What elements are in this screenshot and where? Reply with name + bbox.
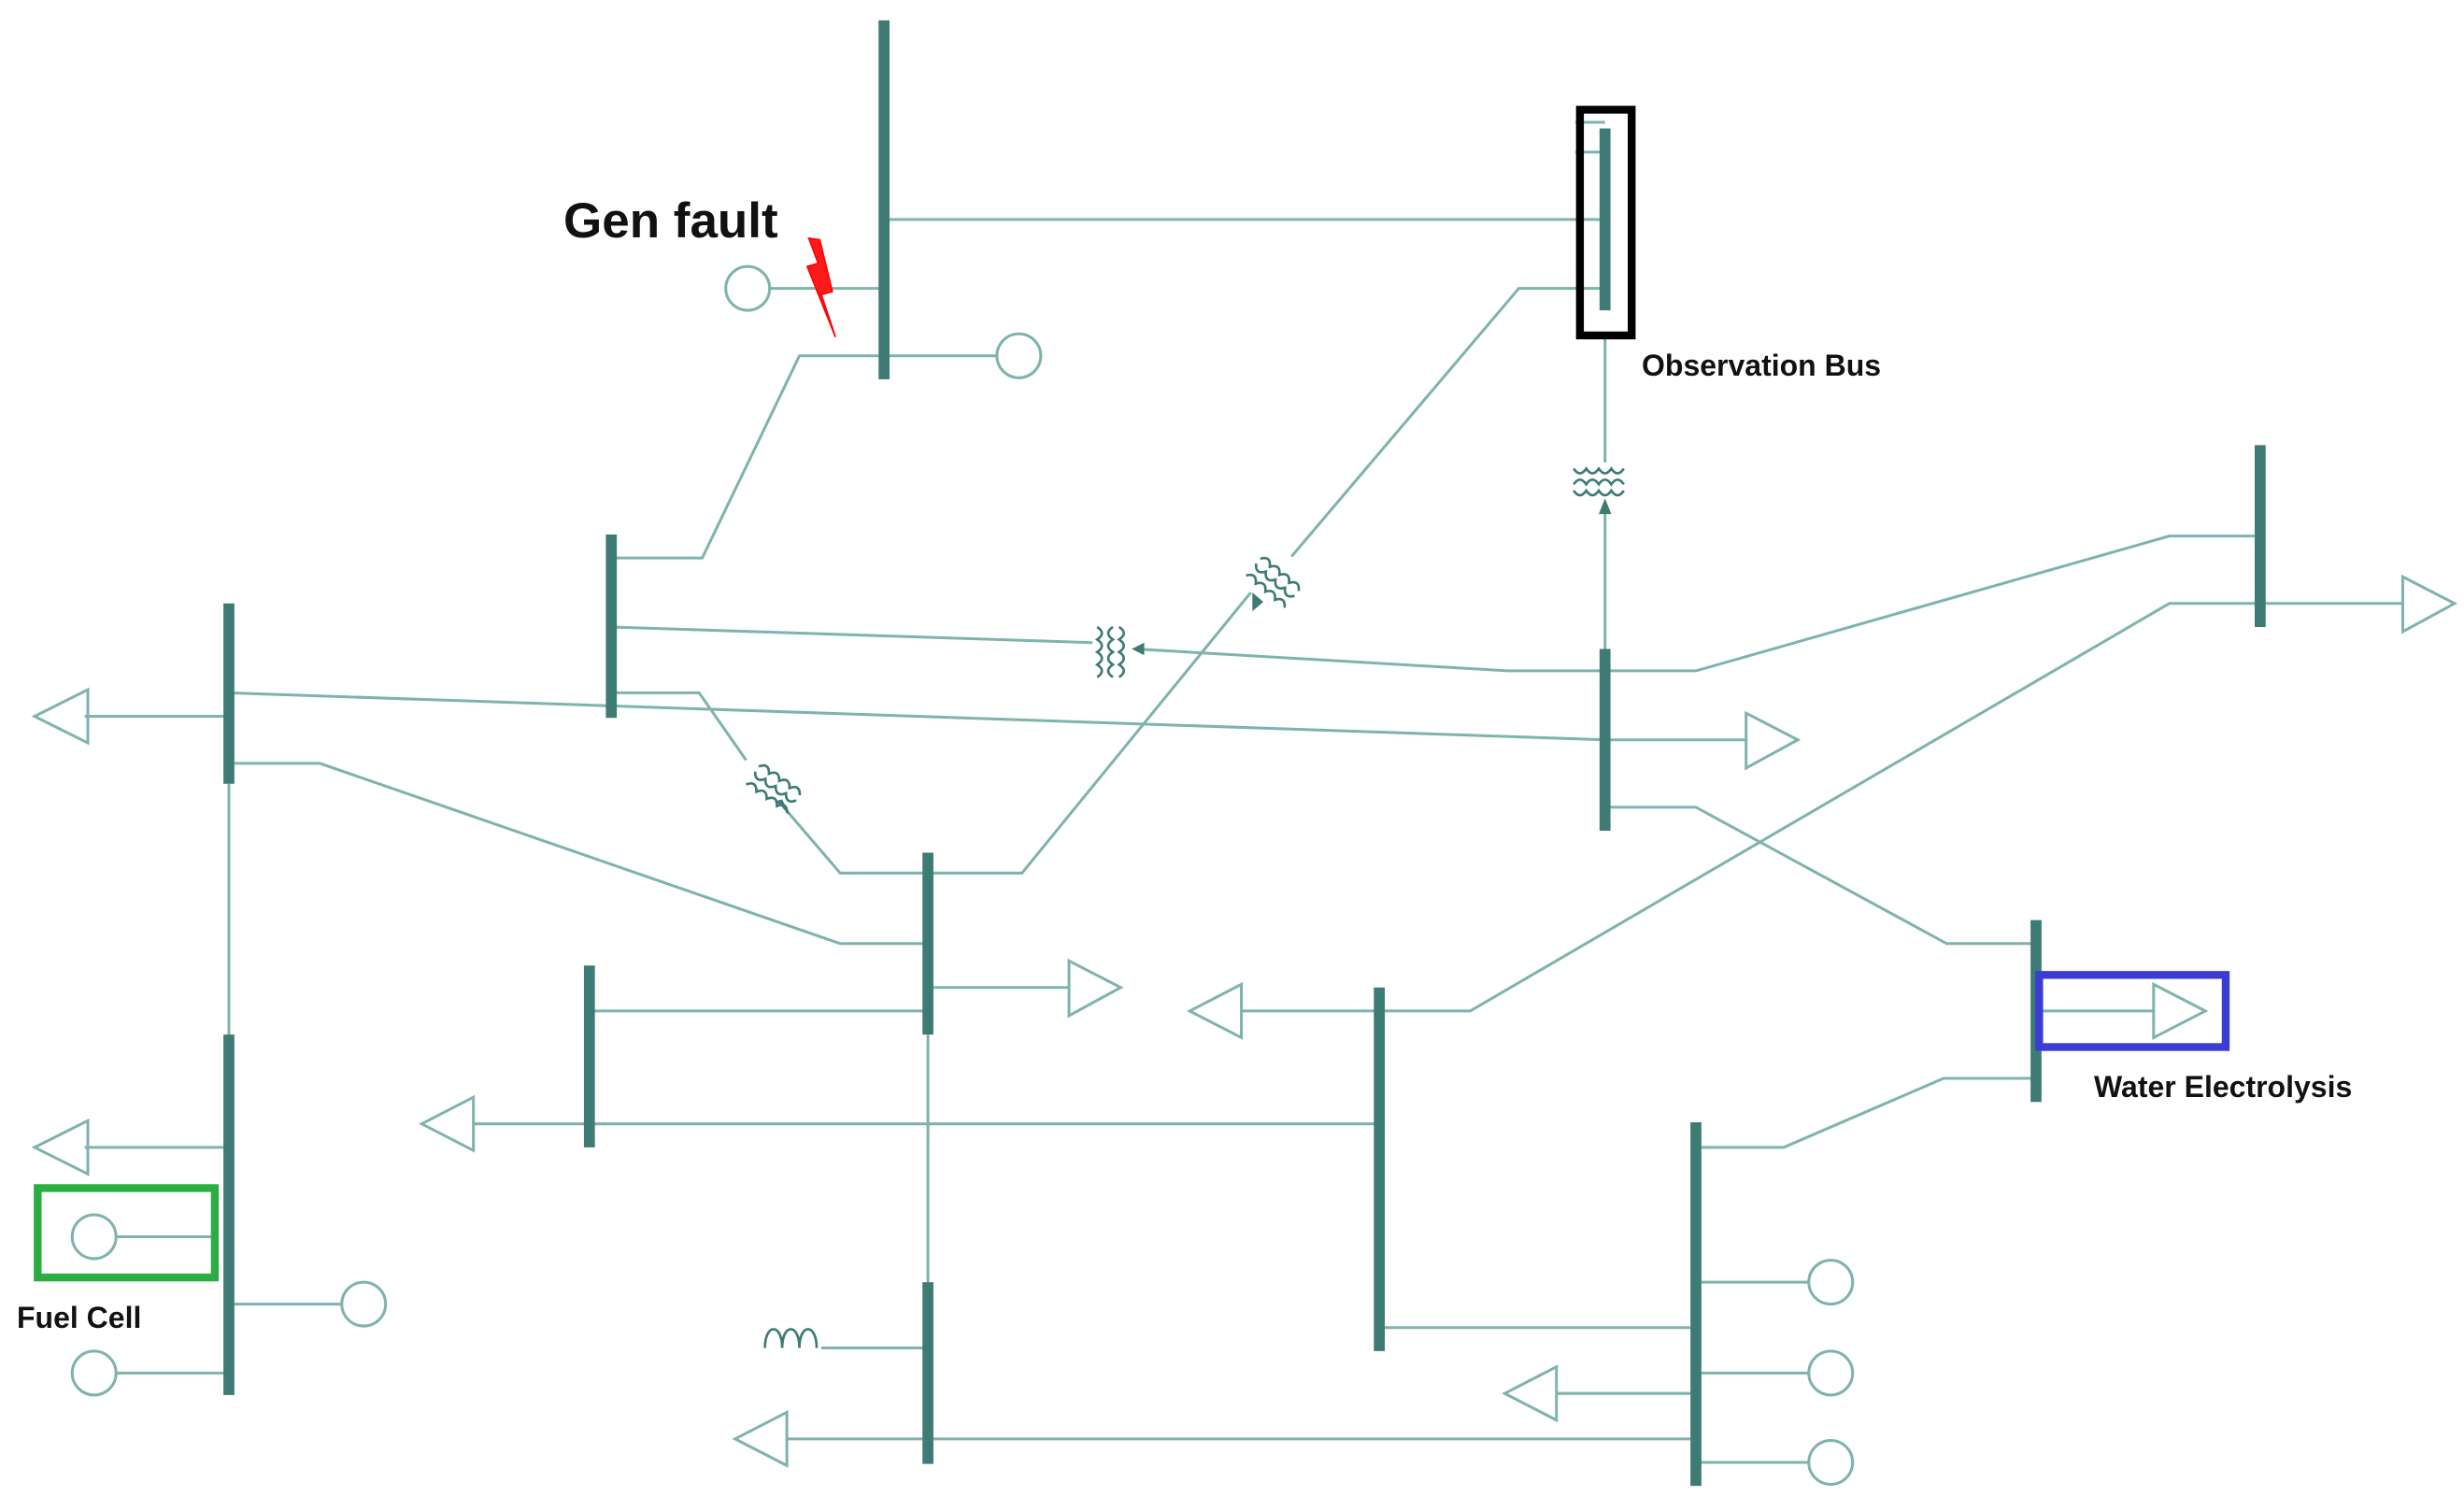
transmission-lines bbox=[227, 121, 2260, 1441]
water-electrolysis-highlight bbox=[2035, 971, 2230, 1051]
generator-icon[interactable] bbox=[340, 1280, 388, 1328]
observation-bus-label: Observation Bus bbox=[1642, 349, 1882, 382]
generator-icon[interactable] bbox=[724, 264, 772, 312]
transformer-icon bbox=[745, 761, 805, 815]
generator-icon[interactable] bbox=[1807, 1349, 1855, 1397]
line bbox=[1290, 287, 1605, 558]
load-arrow-icon[interactable] bbox=[2400, 574, 2458, 634]
line bbox=[1134, 647, 1605, 673]
line bbox=[1604, 805, 2036, 946]
line bbox=[782, 805, 929, 875]
transformer-icon bbox=[1572, 467, 1626, 497]
load-arrow-icon[interactable] bbox=[732, 1409, 789, 1468]
generator-icon[interactable] bbox=[995, 332, 1043, 379]
line bbox=[611, 354, 885, 560]
line bbox=[928, 592, 1252, 875]
load-arrow-icon[interactable] bbox=[31, 1118, 90, 1176]
device-stubs bbox=[84, 287, 2403, 1464]
line bbox=[611, 691, 748, 762]
fuel-cell-highlight bbox=[34, 1184, 220, 1282]
line bbox=[228, 762, 929, 946]
line bbox=[1604, 535, 2260, 673]
load-arrow-icon[interactable] bbox=[1502, 1364, 1559, 1423]
load-arrow-icon[interactable] bbox=[418, 1094, 476, 1153]
observation-bus-highlight bbox=[1575, 106, 1636, 340]
reactor-coil-icon bbox=[763, 1328, 819, 1348]
line bbox=[228, 691, 1605, 742]
generator-icon[interactable] bbox=[70, 1349, 118, 1397]
line bbox=[611, 625, 1093, 645]
water-electrolysis-label: Water Electrolysis bbox=[2094, 1070, 2353, 1104]
load-arrow-icon[interactable] bbox=[1186, 981, 1244, 1040]
tap-arrows bbox=[776, 498, 1612, 816]
bus-bars bbox=[223, 20, 2266, 1487]
load-arrow-icon[interactable] bbox=[2152, 981, 2209, 1040]
generator-icon[interactable] bbox=[1807, 1439, 1855, 1486]
fuel-cell-label: Fuel Cell bbox=[17, 1301, 142, 1334]
generator-icon[interactable] bbox=[1807, 1259, 1855, 1306]
transformer-icon bbox=[1095, 625, 1126, 678]
generator-icon[interactable] bbox=[70, 1213, 118, 1261]
load-arrow-icon[interactable] bbox=[1067, 958, 1124, 1019]
load-arrow-icon[interactable] bbox=[1745, 710, 1802, 771]
load-arrow-icon[interactable] bbox=[31, 687, 90, 746]
line bbox=[1696, 1076, 2036, 1149]
line bbox=[1379, 602, 2260, 1013]
lightning-bolt-icon bbox=[805, 236, 836, 337]
gen-fault-label: Gen fault bbox=[563, 193, 778, 249]
